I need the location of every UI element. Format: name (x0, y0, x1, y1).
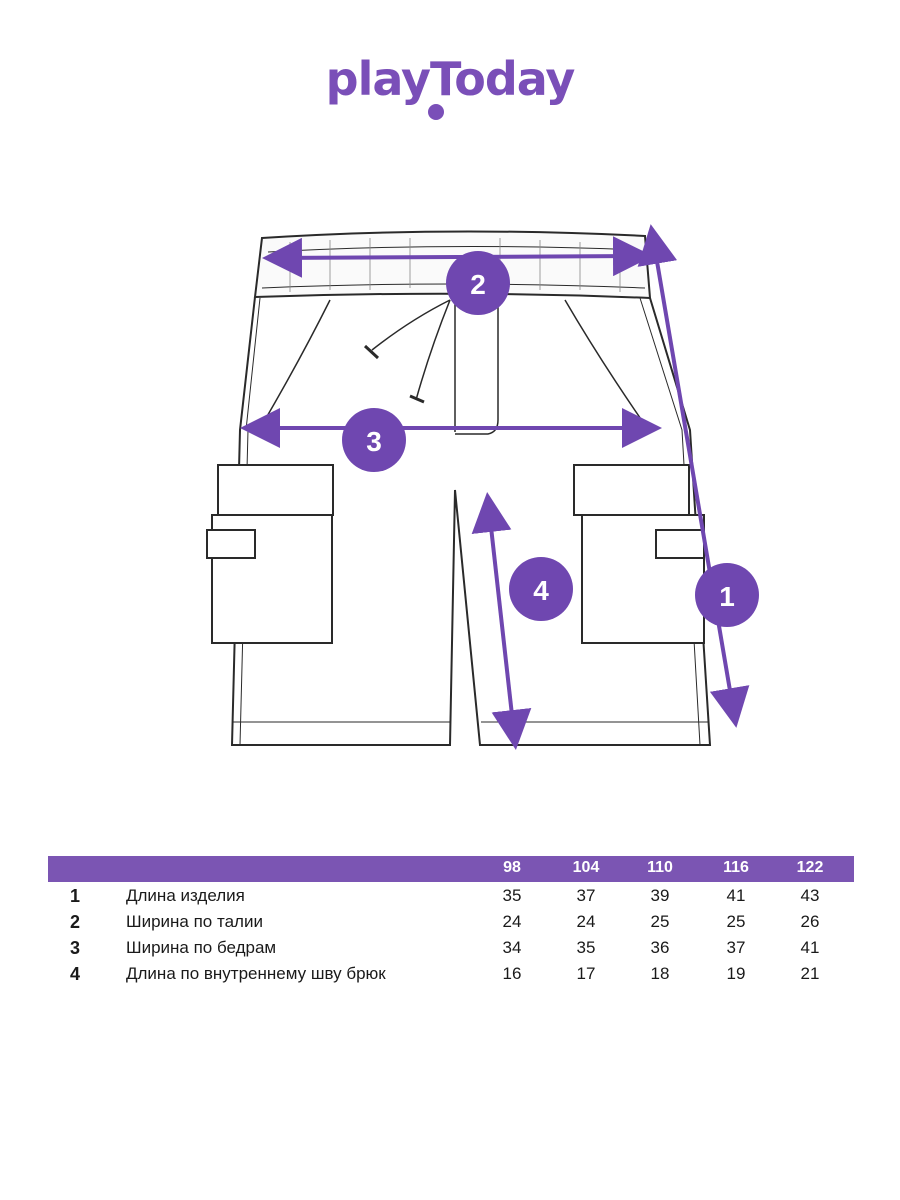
cell-value: 43 (800, 886, 820, 905)
row-label: Ширина по бедрам (126, 938, 277, 957)
cell-value: 24 (576, 912, 596, 931)
size-header: 98 (503, 859, 521, 876)
measure-line-inseam (471, 492, 532, 750)
table-row: 3 Ширина по бедрам 34 35 36 37 41 (48, 934, 854, 960)
size-header: 104 (572, 859, 600, 876)
cell-value: 35 (576, 938, 596, 957)
marker-2: 2 (446, 251, 510, 315)
table-row: 2 Ширина по талии 24 24 25 25 26 (48, 908, 854, 934)
cell-value: 41 (726, 886, 746, 905)
row-label: Длина изделия (126, 886, 245, 905)
cell-value: 25 (726, 912, 746, 931)
cell-value: 17 (576, 964, 596, 983)
cell-value: 18 (650, 964, 670, 983)
row-label: Длина по внутреннему шву брюк (126, 964, 386, 983)
cell-value: 37 (576, 886, 596, 905)
measure-line-waist (262, 236, 653, 278)
cell-value: 37 (726, 938, 746, 957)
marker-1: 1 (695, 563, 759, 627)
marker-4-label: 4 (533, 575, 549, 606)
brand-logo: playToday (325, 52, 576, 106)
marker-1-label: 1 (719, 581, 735, 612)
row-number: 3 (70, 938, 81, 958)
measure-line-length (637, 224, 750, 728)
cell-value: 21 (800, 964, 820, 983)
row-number: 2 (70, 912, 81, 932)
marker-4: 4 (509, 557, 573, 621)
cell-value: 41 (800, 938, 820, 957)
cell-value: 39 (650, 886, 670, 905)
marker-2-label: 2 (470, 269, 486, 300)
size-header: 110 (647, 859, 673, 876)
cell-value: 24 (502, 912, 522, 931)
marker-3-label: 3 (366, 426, 382, 457)
shorts-outline (206, 230, 712, 746)
cell-value: 16 (502, 964, 522, 983)
row-label: Ширина по талии (126, 912, 263, 931)
cell-value: 35 (502, 886, 522, 905)
table-row: 1 Длина изделия 35 37 39 41 43 (48, 882, 854, 908)
size-header: 116 (723, 859, 749, 876)
size-table: 98 104 110 116 122 1 Длина изделия 35 37… (48, 856, 854, 986)
cell-value: 19 (726, 964, 746, 983)
marker-3: 3 (342, 408, 406, 472)
cell-value: 25 (650, 912, 670, 931)
size-header: 122 (796, 859, 824, 876)
row-number: 1 (70, 886, 81, 906)
logo-dot (428, 104, 444, 120)
cell-value: 34 (502, 938, 522, 957)
table-row: 4 Длина по внутреннему шву брюк 16 17 18… (48, 960, 854, 986)
cell-value: 36 (650, 938, 670, 957)
table-header: 98 104 110 116 122 (48, 856, 854, 882)
shorts-sketch: 2 3 4 1 (206, 224, 759, 750)
row-number: 4 (70, 964, 81, 984)
cell-value: 26 (800, 912, 820, 931)
